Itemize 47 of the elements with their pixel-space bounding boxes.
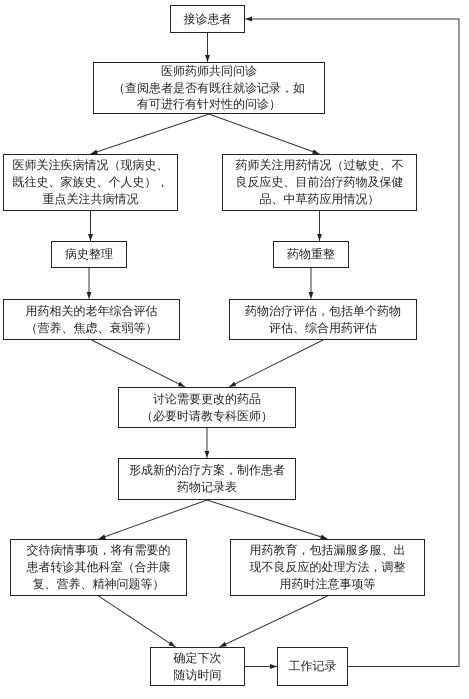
step-text: 药物治疗评估，包括单个药物评估、综合用药评估 [244,302,402,336]
process-box [10,539,187,596]
arrow [86,268,92,300]
arrow [88,210,93,242]
step-text: 形成新的治疗方案，制作患者药物记录表 [128,462,286,496]
arrow [98,500,208,540]
arrow [244,16,460,667]
step-text: 用药教育，包括漏服多服、出现不良反应的处理方法，调整用药时注意事项等 [248,542,406,593]
step-text: 交待病情事项，将有需要的患者转诊其他科室（合并康复、营养、精神问题等） [26,542,172,593]
arrow [98,596,176,648]
process-box [3,154,178,211]
arrow [219,596,328,648]
step-text: 用药相关的老年综合评估 [26,302,158,320]
arrow [244,664,278,669]
step-text: （查阅患者是否有既往就诊记录，如有可进行有针对性的问诊） [112,80,306,114]
process-box [51,241,127,268]
step-text: 工作记录 [288,658,336,675]
arrow [204,428,210,458]
process-box [229,299,417,340]
step-text: 医师关注疾病情况（现病史、既往史、家族史、个人史），重点关注共病情况 [12,157,170,208]
arrow [90,114,210,154]
process-box [273,241,349,268]
arrow [317,210,322,242]
arrow [206,500,328,540]
arrow [91,340,186,388]
process-box [3,299,180,340]
process-box [277,647,348,686]
arrow [208,114,320,154]
step-text: 接诊患者 [184,10,232,28]
process-box [93,62,325,114]
arrow [308,268,314,300]
step-text: 药物重整 [287,246,335,263]
step-text: 确定下次随访时间 [172,650,222,684]
step-text: 讨论需要更改的药品 [153,390,261,408]
step-text: 药师关注用药情况（过敏史、不良反应史、目前治疗药物及保健品、中草药应用情况） [235,157,404,208]
step-text: （营养、焦虑、衰弱等） [26,320,158,336]
process-box [118,458,296,500]
process-box [222,154,417,211]
process-box [150,647,245,686]
arrow [228,340,324,388]
arrow [205,32,210,62]
process-box [118,387,296,428]
step-text: 病史整理 [65,246,113,263]
process-box [230,539,425,596]
process-box [170,5,245,33]
step-text: 医师药师共同问诊 [161,62,257,80]
step-text: （必要时请教专科医师） [141,408,273,424]
